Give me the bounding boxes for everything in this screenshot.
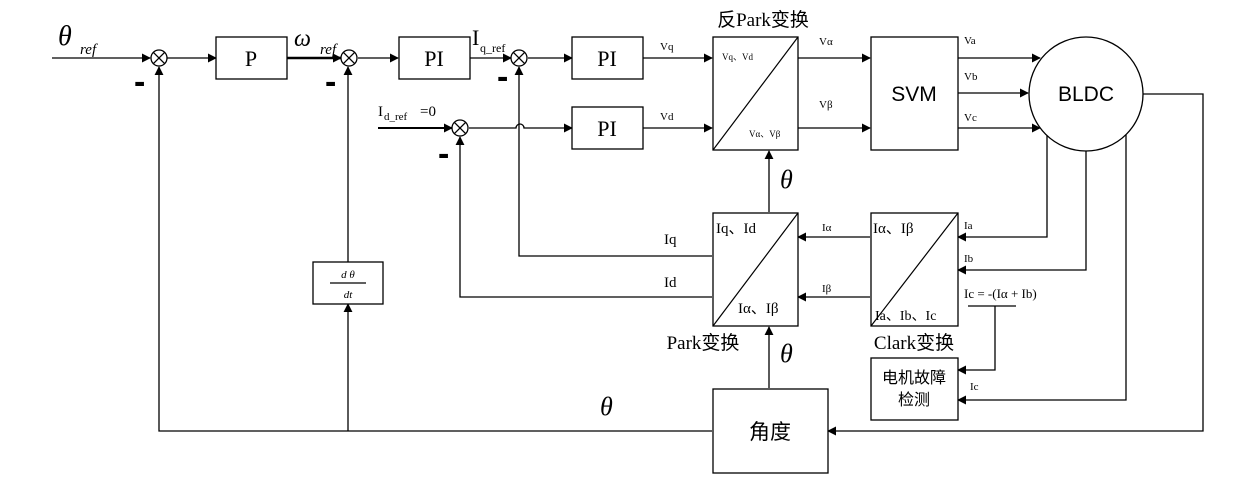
vq-label: Vq [660,41,674,53]
omega-ref-symbol: ω [294,26,311,52]
pi-speed-block [398,36,471,80]
vd-label: Vd [660,111,674,123]
p-block [215,36,288,80]
vc-label: Vc [964,112,977,124]
pi-q-block [571,36,644,80]
park-output-label: Iq、Id [716,221,756,237]
id-ref-value: =0 [420,104,436,120]
pi-d-label: PI [597,116,617,141]
sum-junction-position [150,49,168,67]
pi-d-block [571,106,644,150]
pi-q-label: PI [597,46,617,71]
park-input-label: Iα、Iβ [738,301,778,317]
angle-label: 角度 [749,421,791,444]
svm-block [870,36,959,151]
theta-label-park: θ [780,339,793,368]
omega-ref-subscript: ref [320,42,338,58]
pi-speed-label: PI [424,46,444,71]
theta-label-inverse-park: θ [780,165,793,194]
bldc-label: BLDC [1058,83,1114,106]
theta-label-feedback: θ [600,392,613,421]
sum-junction-id [451,119,469,137]
bldc-motor [1028,36,1144,152]
minus-sign-position: - [134,63,145,101]
id-ref-symbol: I [378,104,383,120]
fault-detection-block [870,357,959,421]
id-ref-subscript: d_ref [384,111,408,123]
park-title: Park变换 [667,332,740,354]
ib-label: Ib [964,253,974,265]
minus-sign-speed: - [325,63,336,101]
sum-junction-speed [340,49,358,67]
inverse-park-input-label: Vq、Vd [722,52,753,62]
iq-label: Iq [664,232,677,248]
ia-label: Ia [964,220,973,232]
vb-label: Vb [964,71,978,83]
ibeta-label: Iβ [822,283,832,295]
inverse-park-title: 反Park变换 [717,9,809,31]
derivative-denominator: dt [344,289,354,301]
va-label: Va [964,35,976,47]
p-label: P [245,46,257,71]
minus-sign-id: - [438,135,449,173]
iq-ref-subscript: q_ref [480,41,505,55]
sum-junction-iq [510,49,528,67]
id-label: Id [664,275,677,291]
angle-block [712,388,829,474]
minus-sign-iq: - [497,58,508,96]
theta-ref-subscript: ref [80,42,98,58]
clark-title: Clark变换 [874,332,954,354]
fault-label-line1: 电机故障 [882,369,946,387]
ialpha-label: Iα [822,222,832,234]
svm-label: SVM [891,83,937,106]
vbeta-label: Vβ [819,99,833,111]
derivative-numerator: d θ [341,269,355,281]
clark-output-label: Iα、Iβ [873,221,913,237]
clark-input-label: Ia、Ib、Ic [875,309,936,324]
valpha-label: Vα [819,36,833,48]
inverse-park-output-label: Vα、Vβ [749,129,781,139]
iq-ref-symbol: I [472,25,479,50]
ic-equation-label: Ic = -(Iα + Ib) [964,286,1037,301]
ic-fault-label: Ic [970,381,979,393]
theta-ref-symbol: θ [58,21,72,52]
fault-label-line2: 检测 [898,391,930,409]
